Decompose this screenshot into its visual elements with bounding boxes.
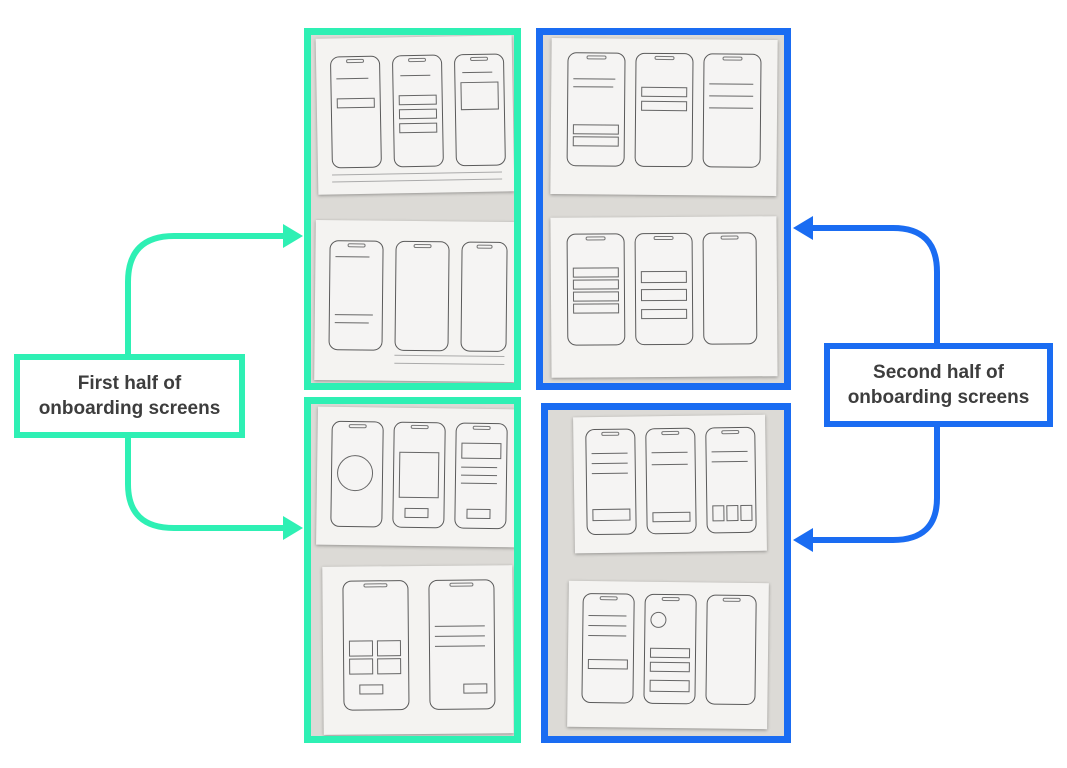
phone-sketch [581, 592, 635, 704]
blue-arrowhead-lower [793, 528, 813, 552]
phone-sketch [329, 55, 382, 169]
phone-sketch [702, 53, 762, 168]
second-half-photo-top [536, 28, 791, 390]
green-arrowhead-upper [283, 224, 303, 248]
second-half-callout: Second half of onboarding screens [824, 343, 1053, 427]
second-half-photo-bottom [541, 403, 791, 743]
blue-arrowhead-upper [793, 216, 813, 240]
phone-sketch [702, 232, 758, 345]
blue-arrow-lower [810, 427, 940, 543]
sketch-sheet [550, 216, 778, 378]
green-arrowhead-lower [283, 516, 303, 540]
second-half-callout-line1: Second half of [873, 362, 1004, 383]
phone-sketch [460, 241, 508, 352]
second-half-callout-line2: onboarding screens [847, 387, 1030, 408]
blue-arrow-upper [810, 225, 940, 343]
first-half-callout: First half of onboarding screens [14, 354, 245, 438]
sketch-sheet [315, 35, 514, 195]
first-half-photo-bottom [304, 397, 521, 743]
phone-sketch [566, 52, 626, 167]
sketch-sheet [567, 580, 769, 730]
green-arrow-lower [125, 438, 287, 531]
first-half-photo-top [304, 28, 521, 390]
sketch-sheet [550, 38, 778, 196]
first-half-callout-line1: First half of [77, 373, 182, 394]
first-half-callout-line2: onboarding screens [38, 398, 221, 419]
sketch-sheet [322, 565, 514, 735]
sketch-sheet [573, 414, 767, 554]
sketch-sheet [316, 406, 514, 548]
sketch-sheet [314, 219, 514, 383]
phone-sketch [705, 594, 757, 706]
green-arrow-upper [125, 233, 287, 354]
phone-sketch [394, 240, 450, 352]
